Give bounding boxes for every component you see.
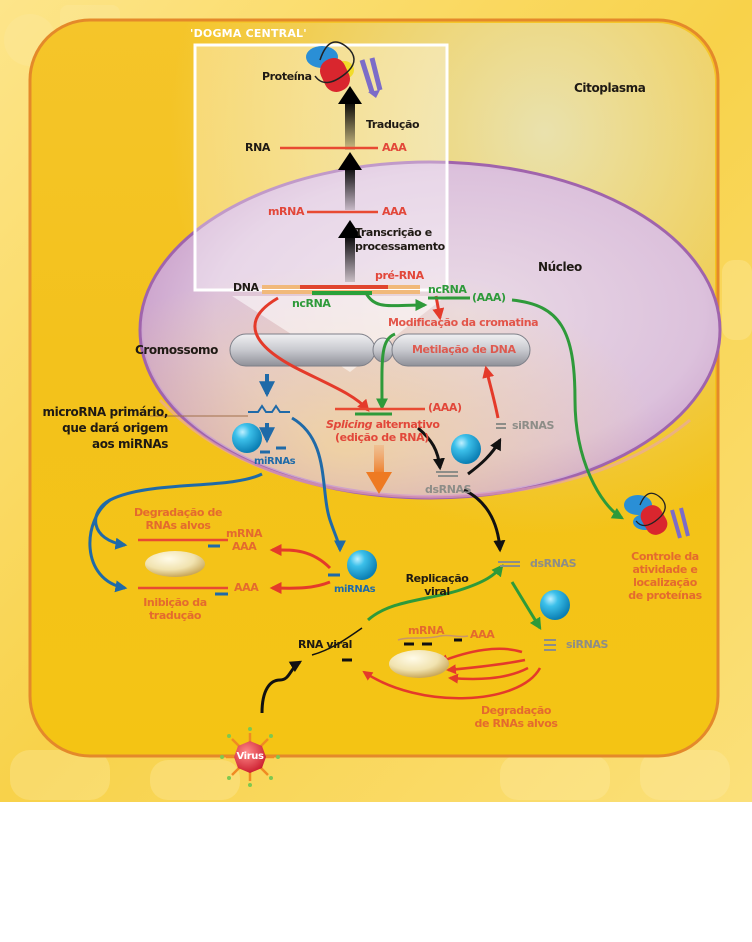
viral-mrna-tail: AAA [470,628,495,641]
viral-degradation-arrows [362,647,542,700]
virus-particle [220,727,280,787]
protein-control-line3: localização [633,576,697,589]
primary-mirna-hairpin [248,404,290,413]
viral-rna-strand [311,627,363,656]
ncrna-right-label: ncRNA [428,283,467,296]
viral-replication-line2: viral [424,585,450,598]
arrow-ncrna-to-chromatin [432,295,445,321]
chromatin-modification-label: Modificação da cromatina [388,316,539,329]
protein-control-line4: de proteínas [628,589,702,602]
mrna-polya-tail: AAA [382,205,407,218]
dna-methylation-label: Metilação de DNA [412,343,516,356]
risc-complex-nuclear-mirna [232,423,262,453]
protein-control-line2: atividade e [632,563,698,576]
protein-label: Proteína [262,70,312,83]
arrow-ncrna-left-to-right [364,292,428,312]
sirnas-cytoplasm-label: siRNAS [566,638,609,651]
diagram-canvas [0,0,752,802]
arrow-primary-to-risc [291,416,346,553]
arrow-virus-to-viral-rna [260,660,303,714]
splicing-strand [335,407,425,416]
pre-rna-label: pré-RNA [375,269,424,282]
target-mrna-tail-top: AAA [232,540,257,553]
arrow-dsrna-nuclear-to-cytoplasm [463,488,506,553]
mirnas-cytoplasm-label: miRNAs [334,584,376,595]
target-mrna-tail-bottom: AAA [234,581,259,594]
rna-label: RNA [245,141,270,154]
chromosome-label: Cromossomo [135,343,218,357]
dna-label: DNA [233,281,259,294]
arrow-mirna-to-degradation [94,472,263,550]
ribosome-mirna [145,551,205,577]
arrow-dsrna-to-sirna [467,437,502,476]
rna-polya-tail: AAA [382,141,407,154]
rna-editing-label: (edição de RNA) [335,431,429,444]
ncrna-polya-tail: (AAA) [472,291,506,304]
viral-rna-label: RNA viral [298,638,352,651]
sirnas-nuclear-label: siRNAS [512,419,555,432]
translation-label: Tradução [366,118,420,131]
mirnas-nuclear-label: miRNAs [254,456,296,467]
splicing-rest: alternativo [372,418,440,431]
mirna-degradation-line2: RNAs alvos [145,519,211,532]
translation-inhibition-line2: tradução [148,609,202,622]
arrow-risc-to-inhibition [269,580,331,595]
target-mrna-label: mRNA [226,527,263,540]
viral-mrna-strand [397,634,469,641]
viral-mrna-label: mRNA [408,624,445,637]
cytoplasm-label: Citoplasma [574,81,646,95]
mirna-dashes [260,446,340,577]
mrna-label: mRNA [268,205,305,218]
arrow-splicing-to-dsrna [417,426,445,471]
arrow-sirna-to-methylation [482,365,500,419]
translation-inhibition-line1: Inibição da [143,596,207,609]
dsrnas-cytoplasm-label: dsRNAS [530,557,577,570]
transcription-label-line2: processamento [355,240,445,253]
primary-microrna-label-line1: microRNA primário, [42,405,169,419]
viral-replication-line1: Replicação [405,572,469,585]
protein-structure-top [306,41,383,98]
ribosome-viral [389,650,449,678]
risc-complex-mirna [347,550,377,580]
primary-microrna-label-line2: que dará origem [62,421,168,435]
primary-microrna-label-line3: aos miRNAs [92,437,168,451]
dogma-arrows [338,86,362,282]
protein-structure-right [624,492,690,539]
rna-pathways-diagram: 'DOGMA CENTRAL' Citoplasma Núcleo Cromos… [0,0,752,802]
target-mrnas [138,538,228,596]
central-dogma-title: 'DOGMA CENTRAL' [190,27,307,40]
ncrna-left-label: ncRNA [292,297,331,310]
arrow-dna-to-splicing [253,296,370,412]
nucleus-label: Núcleo [538,260,582,274]
orange-arrow-shaft [374,445,384,475]
splicing-label: Splicing alternativo [326,418,440,432]
mirna-degradation-line1: Degradação de [133,506,223,519]
nucleus-lower-edge [158,398,691,499]
viral-degradation-line2: de RNAs alvos [474,717,558,730]
virus-label: Virus [236,751,264,762]
arrow-chromatin-to-splicing [375,332,396,411]
viral-degradation-line1: Degradação [480,704,552,717]
splicing-polya-tail: (AAA) [428,401,462,414]
risc-complex-sirna [540,590,570,620]
dsrna-siRNA-glyphs [436,423,556,651]
transcription-label-line1: Transcrição e [355,226,432,239]
orange-arrow-head [366,472,392,494]
dsrnas-nuclear-label: dsRNAS [425,483,472,496]
background-decoration [4,5,752,800]
viral-mrna-sirnas [404,638,462,646]
arrow-ncrna-to-protein-control [511,298,625,520]
arrow-mirna-to-inhibition [88,498,128,593]
arrow-dsrna-to-sirna [510,581,542,631]
arrow-viral-replication [366,564,504,622]
protein-control-line1: Controle da [631,550,699,563]
splicing-italic: Splicing [326,418,373,431]
chromosome [229,333,531,367]
arrow-risc-to-degradation [269,543,332,570]
risc-complex-nuclear-sirna [451,434,481,464]
dna-strand [262,285,420,295]
